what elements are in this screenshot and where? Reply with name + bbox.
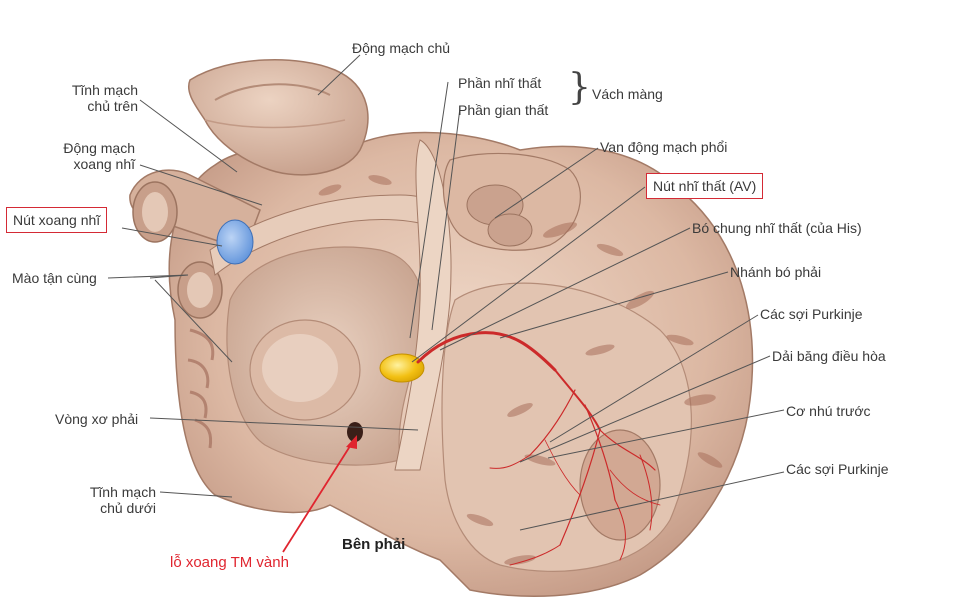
label-sa-artery-line2: xoang nhĩ — [73, 156, 136, 172]
aorta — [188, 59, 369, 176]
label-av-node: Nút nhĩ thất (AV) — [646, 173, 764, 199]
label-right-side: Bên phải — [342, 536, 406, 553]
label-av-part: Phần nhĩ thất — [458, 75, 542, 91]
leader-lines — [107, 54, 785, 531]
red-arrow — [282, 435, 357, 553]
label-sa-artery-line1: Động mạch — [63, 140, 135, 156]
pectinate-muscles — [187, 328, 215, 449]
label-sa-node: Nút xoang nhĩ — [6, 207, 108, 233]
conduction-system — [416, 331, 661, 566]
label-pulmonary-valve: Van động mạch phổi — [600, 139, 728, 155]
label-interventricular-part: Phần gian thất — [458, 102, 549, 118]
label-fibrous-ring: Vòng xơ phải — [55, 411, 139, 427]
label-svc-line1: Tĩnh mạch — [71, 82, 138, 98]
label-svc-line2: chủ trên — [87, 98, 138, 114]
label-anterior-papillary: Cơ nhú trước — [786, 403, 871, 419]
label-moderator-band: Dải băng điều hòa — [772, 348, 886, 364]
label-coronary-sinus: lỗ xoang TM vành — [170, 554, 289, 571]
label-ivc-line2: chủ dưới — [100, 500, 156, 516]
trabeculae — [318, 175, 723, 565]
label-ivc-line1: Tĩnh mạch — [89, 484, 156, 500]
label-aorta: Động mạch chủ — [352, 40, 451, 56]
label-purkinje-fibers-1: Các sợi Purkinje — [760, 306, 863, 322]
label-right-bundle-branch: Nhánh bó phải — [730, 264, 822, 280]
sa-node — [216, 219, 254, 265]
brace-symbol: } — [568, 67, 591, 108]
label-purkinje-fibers-2: Các sợi Purkinje — [786, 461, 889, 477]
label-his-bundle: Bó chung nhĩ thất (của His) — [692, 220, 862, 236]
label-membranous-septum: Vách màng — [592, 86, 663, 102]
label-crista-terminalis: Mào tận cùng — [12, 270, 97, 286]
